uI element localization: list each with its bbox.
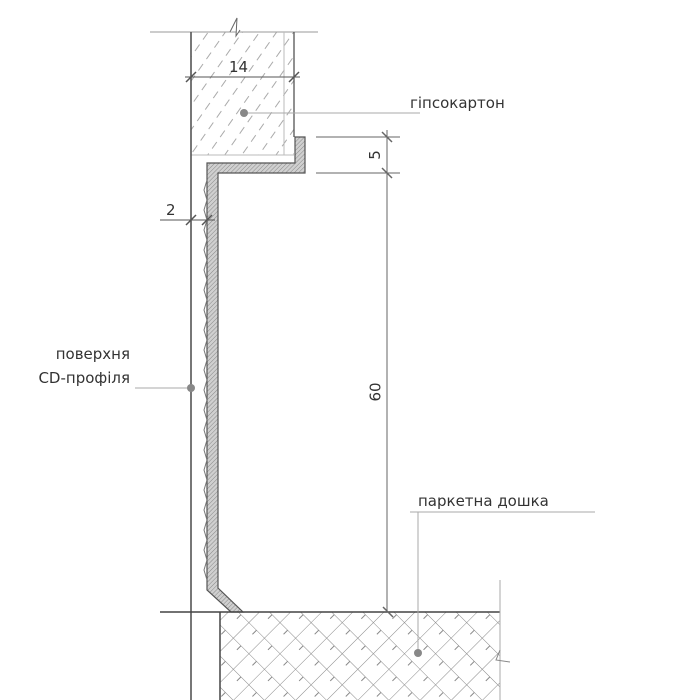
label-cd-profile-line1: поверхня: [55, 345, 130, 363]
label-cd-profile-line2: CD-профіля: [38, 369, 130, 387]
leader-parquet: [410, 511, 595, 657]
dimension-label-2: 2: [166, 201, 176, 219]
leader-drywall: [240, 109, 420, 117]
skirting-profile: [206, 136, 306, 613]
leader-cd-profile: [135, 384, 195, 392]
drywall-block: [150, 17, 318, 156]
dimension-label-5: 5: [365, 150, 384, 160]
dimension-2: [160, 214, 215, 226]
dimension-14: [185, 71, 300, 83]
label-parquet: паркетна дошка: [418, 492, 549, 510]
dimension-label-60: 60: [366, 382, 385, 402]
dimension-label-14: 14: [229, 58, 249, 76]
adhesive-layer: [203, 179, 208, 581]
label-drywall: гіпсокартон: [410, 94, 505, 112]
parquet-floor: [160, 580, 511, 700]
dimension-vertical: [316, 130, 400, 618]
break-symbol: [229, 17, 241, 38]
